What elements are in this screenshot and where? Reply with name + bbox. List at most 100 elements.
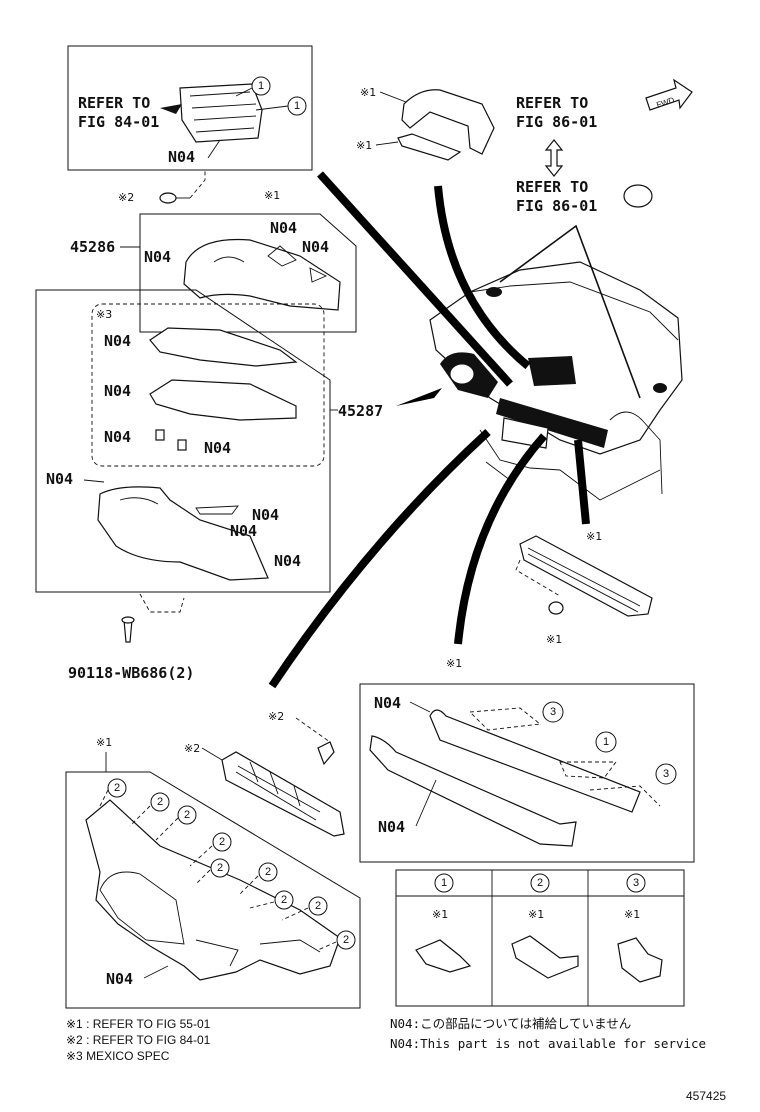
n04-top-left: N04 <box>168 148 195 166</box>
refer-arrow-84 <box>160 104 182 114</box>
callout-1a-num: 1 <box>258 80 264 92</box>
callout-2-leaders <box>99 789 337 951</box>
callout-2a <box>107 778 127 798</box>
table-head-3-num: 3 <box>633 877 639 889</box>
n04-lower-c: N04 <box>230 522 257 540</box>
refer-86-b-line1: REFER TO <box>516 178 588 196</box>
n04-strip-b-leader <box>415 779 437 827</box>
callout-2h-num: 2 <box>315 900 321 912</box>
mexico-pad-upper <box>149 327 298 367</box>
n04-lower-b: N04 <box>252 506 279 524</box>
footnote-2: ※2 : REFER TO FIG 84-01 <box>66 1033 211 1047</box>
footnote-3: ※3 MEXICO SPEC <box>66 1049 170 1063</box>
clip-dash <box>189 170 206 199</box>
heavy-leader-2 <box>434 185 531 370</box>
table-head-3 <box>626 873 646 893</box>
glovebox-edge <box>609 411 663 495</box>
clip-table-frame <box>395 869 685 1007</box>
switch-screw-dash <box>295 717 331 743</box>
speaker-leader <box>499 224 641 399</box>
clip-1-icon <box>415 939 472 973</box>
mexico-spec-box <box>91 303 325 467</box>
callout-2c <box>177 805 197 825</box>
center-trim-strip <box>496 398 608 448</box>
screw-icon <box>121 616 135 643</box>
column-cover-lower <box>97 486 269 581</box>
n04-45286-c: N04 <box>302 238 329 256</box>
vent-dash <box>515 559 561 597</box>
table-head-2 <box>530 873 550 893</box>
heavy-leader-3 <box>268 429 491 689</box>
callout-2g <box>274 890 294 910</box>
note3-mark: ※3 <box>96 308 112 321</box>
clip-table: 1 2 3 ※1 ※1 ※1 <box>395 869 685 1007</box>
n04-45286-a: N04 <box>144 248 171 266</box>
callout-2c-num: 2 <box>184 809 190 821</box>
n04-strip-a: N04 <box>374 694 401 712</box>
center-display <box>528 356 576 386</box>
console-lower <box>479 429 661 501</box>
callout-1b-num: 1 <box>294 100 300 112</box>
screw-dash <box>139 593 185 613</box>
callout-2d-num: 2 <box>219 836 225 848</box>
table-mark-3: ※1 <box>624 908 640 921</box>
small-pad-2 <box>177 439 187 451</box>
callout-2d <box>212 832 232 852</box>
note1-mark-b: ※1 <box>360 86 376 99</box>
speaker-cap <box>623 184 653 208</box>
callout-2f <box>258 862 278 882</box>
callout-3b-num: 3 <box>663 768 669 780</box>
part-45287-group: ※3 N04 N04 N04 N04 N04 N04 N04 N04 45287 <box>35 289 442 593</box>
callout-1a <box>251 76 271 96</box>
switch-screw <box>317 741 335 766</box>
box-45287 <box>35 289 331 593</box>
clip-3-icon <box>617 937 663 983</box>
dashboard-assembly <box>429 261 683 501</box>
hood-leaders <box>375 91 407 146</box>
heavy-leader-4 <box>454 433 548 645</box>
note1-mark-g: ※1 <box>96 736 112 749</box>
callout-2b <box>150 792 170 812</box>
double-arrow <box>544 139 564 177</box>
arrow-45287 <box>396 388 442 406</box>
n04-note-en: N04:This part is not available for servi… <box>390 1036 706 1051</box>
callout-1c-num: 1 <box>603 736 609 748</box>
trim-strip-box <box>359 683 695 863</box>
n04-lower-d: N04 <box>274 552 301 570</box>
n04-strip-b: N04 <box>378 818 405 836</box>
footnote-1: ※1 : REFER TO FIG 55-01 <box>66 1017 211 1031</box>
bracket-part <box>179 83 263 143</box>
label-patches <box>267 245 328 283</box>
n04-m1: N04 <box>104 332 131 350</box>
label-45286: 45286 <box>70 238 115 256</box>
n04-m2: N04 <box>104 382 131 400</box>
n04-lower-leader <box>83 479 105 483</box>
note1-mark-a: ※1 <box>264 189 280 202</box>
switch-panel <box>221 751 345 837</box>
center-vent <box>519 535 653 617</box>
strip-label-zones <box>468 707 661 807</box>
n04-note-jp: N04:この部品については補給していません <box>390 1016 631 1031</box>
cover-detail <box>213 256 245 263</box>
switch-detail <box>235 761 321 821</box>
column-cover-upper <box>183 238 341 311</box>
bracket-detail <box>189 91 257 133</box>
refer-84-line2: FIG 84-01 <box>78 113 159 131</box>
note1-mark-c: ※1 <box>356 139 372 152</box>
top-left-box <box>67 45 313 171</box>
note2-mark-c: ※2 <box>268 710 284 723</box>
note1-mark-e: ※1 <box>546 633 562 646</box>
clip-table-grid <box>396 870 684 1006</box>
n04-m4: N04 <box>204 439 231 457</box>
callout-2b-num: 2 <box>157 796 163 808</box>
refer-86-a-line2: FIG 86-01 <box>516 113 597 131</box>
callout-2e-num: 2 <box>217 862 223 874</box>
callout-3b <box>655 763 677 785</box>
clip-small <box>159 192 190 204</box>
note2-mark-b: ※2 <box>184 742 200 755</box>
lower-dash-panel <box>85 799 341 981</box>
trim-strip-lower <box>369 735 577 847</box>
switch-leader <box>201 747 223 761</box>
callout-2i-num: 2 <box>343 934 349 946</box>
